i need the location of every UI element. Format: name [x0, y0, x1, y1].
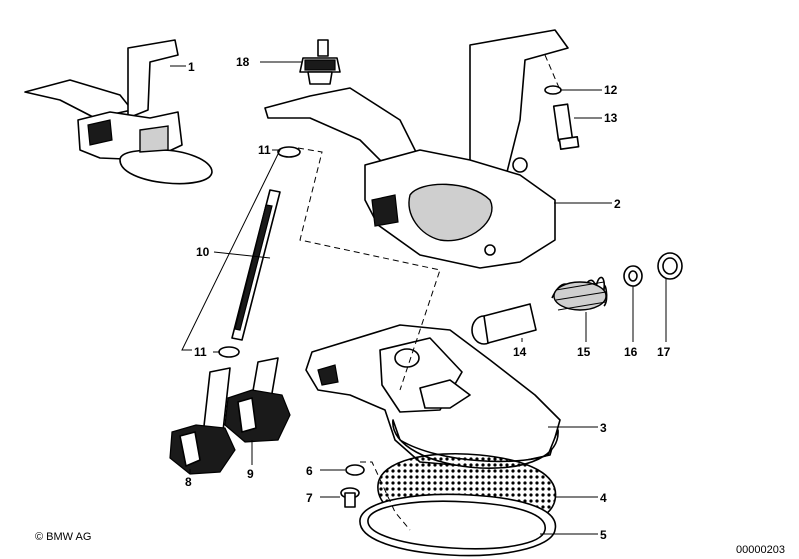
- part-9-pump-rotor: [224, 357, 291, 443]
- callout-17: 17: [657, 345, 671, 359]
- callout-15: 15: [577, 345, 591, 359]
- part-14-valve-piston: [471, 303, 537, 345]
- callout-2: 2: [614, 197, 621, 211]
- callout-1: 1: [188, 60, 195, 74]
- part-17-circlip: [657, 252, 683, 280]
- part-3-pump-cover: [305, 324, 561, 469]
- part-6-lock-washer: [345, 464, 365, 476]
- part-18-drive-gear: [299, 39, 341, 85]
- callout-6: 6: [306, 464, 313, 478]
- part-15-valve-spring: [551, 276, 608, 311]
- part-1-oil-pump-assembly: [24, 39, 213, 185]
- part-7-screw: [340, 487, 360, 508]
- part-11-retaining-ring-upper: [277, 146, 301, 158]
- part-10-drive-shaft: [231, 189, 281, 341]
- callout-10: 10: [196, 245, 210, 259]
- callout-4: 4: [600, 491, 607, 505]
- callout-labels: 1 2 3 4 5 6 7 8 9 10 11 11 12 13 14 15 1…: [185, 55, 671, 542]
- callout-14: 14: [513, 345, 527, 359]
- part-5-gasket: [359, 493, 557, 557]
- copyright-text: © BMW AG: [35, 531, 91, 543]
- part-13-bolt: [552, 103, 580, 151]
- part-11-retaining-ring-lower: [218, 346, 240, 358]
- leader-lines: [170, 61, 667, 535]
- callout-16: 16: [624, 345, 638, 359]
- callout-11-lower: 11: [194, 345, 207, 359]
- part-8-pump-rotor: [169, 367, 236, 475]
- callout-11-upper: 11: [258, 143, 271, 157]
- callout-12: 12: [604, 83, 618, 97]
- part-16-washer: [623, 265, 643, 287]
- callout-13: 13: [604, 111, 618, 125]
- callout-8: 8: [185, 475, 192, 489]
- part-2-pump-housing: [264, 29, 569, 269]
- callout-9: 9: [247, 467, 254, 481]
- callout-18: 18: [236, 55, 250, 69]
- callout-7: 7: [306, 491, 313, 505]
- alignment-lines: [297, 54, 561, 531]
- diagram-number: 00000203: [736, 544, 785, 556]
- callout-3: 3: [600, 421, 607, 435]
- callout-5: 5: [600, 528, 607, 542]
